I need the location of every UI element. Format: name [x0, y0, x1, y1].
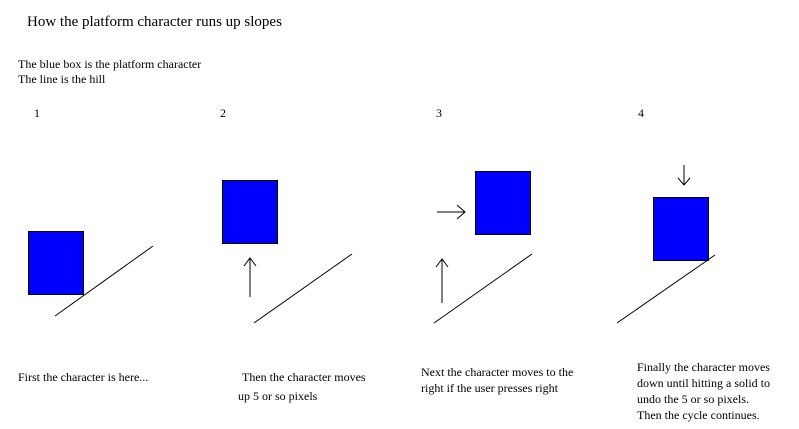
panel-1-character-box [28, 231, 84, 295]
panel-4-character-box [653, 197, 709, 261]
panel-4-caption: Finally the character moves down until h… [637, 359, 797, 423]
panel-3-caption: Next the character moves to the right if… [421, 364, 621, 396]
panel-1-hill-line [54, 245, 154, 317]
panel-2-character-box [222, 180, 278, 244]
panel-3-hill-line [433, 253, 533, 324]
panel-3-caption-line: right if the user presses right [421, 381, 558, 395]
intro-line-hill: The line is the hill [18, 72, 106, 86]
intro-line-character: The blue box is the platform character [18, 57, 202, 71]
panel-1-illustration [28, 231, 154, 317]
panel-4-illustration [616, 165, 716, 324]
panel-4-caption-line: down until hitting a solid to [637, 376, 771, 390]
panel-4-hill-line [616, 254, 716, 324]
panel-3-right-arrow-icon [437, 204, 466, 220]
panel-3-number: 3 [436, 106, 442, 120]
panel-2-hill-line [253, 253, 353, 324]
panel-4-caption-line: Finally the character moves [637, 360, 770, 374]
panel-4-caption-line: Then the cycle continues. [637, 408, 760, 422]
panel-2-illustration [222, 180, 353, 324]
panel-2-caption: Then the character moves up 5 or so pixe… [238, 368, 412, 406]
panel-4-caption-line: undo the 5 or so pixels. [637, 392, 749, 406]
panel-1-caption: First the character is here... [18, 369, 208, 385]
diagram-title: How the platform character runs up slope… [27, 14, 282, 30]
panel-2-up-arrow-icon [243, 257, 257, 297]
panel-2-number: 2 [220, 106, 226, 120]
panel-1-caption-line: First the character is here... [18, 370, 149, 384]
panel-3-caption-line: Next the character moves to the [421, 365, 574, 379]
panel-3-character-box [475, 171, 531, 235]
panel-3-up-arrow-icon [435, 258, 449, 303]
panel-1-number: 1 [34, 106, 40, 120]
panel-2-caption-line: up 5 or so pixels [238, 389, 318, 403]
panel-3-illustration [433, 171, 533, 324]
panel-2-caption-line: Then the character moves [242, 370, 366, 384]
panel-4-number: 4 [638, 106, 644, 120]
panel-4-down-arrow-icon [677, 165, 691, 186]
